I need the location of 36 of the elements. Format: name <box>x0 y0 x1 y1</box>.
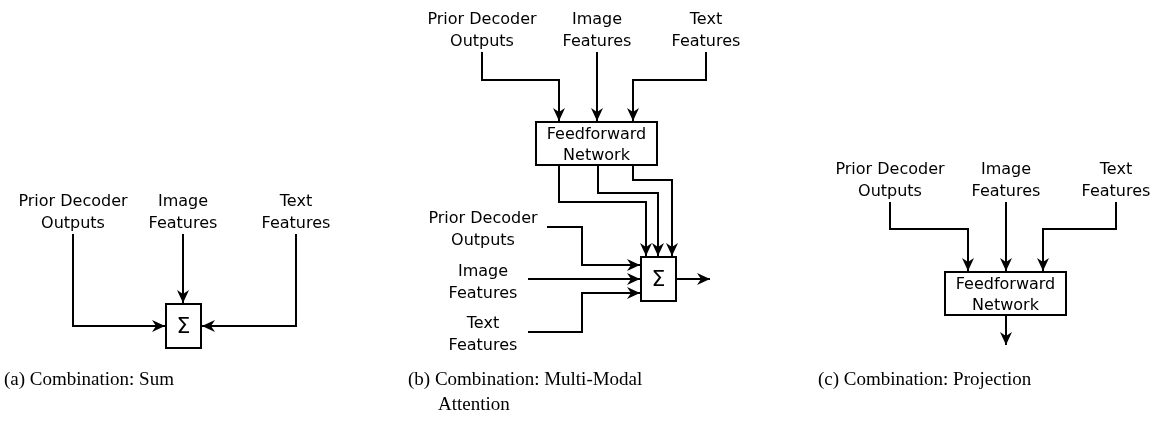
sum-box: Σ <box>165 303 202 349</box>
arrow <box>597 165 664 257</box>
sum-box: Σ <box>640 256 677 302</box>
caption: (b) Combination: Multi-Modal Attention <box>408 367 644 416</box>
arrow <box>481 51 565 122</box>
input-label: Text Features <box>661 4 751 52</box>
arrow <box>1000 315 1012 346</box>
input-label: Prior Decoder Outputs <box>9 186 137 234</box>
input-label: Prior Decoder Outputs <box>826 154 954 202</box>
arrow <box>632 165 678 257</box>
arrow <box>527 273 641 285</box>
arrow <box>201 233 297 332</box>
arrow <box>627 51 707 122</box>
arrow <box>676 273 711 285</box>
input-label: Image Features <box>552 4 642 52</box>
input-label: Text Features <box>1071 154 1161 202</box>
arrow <box>558 165 652 257</box>
input-label: Text Features <box>251 186 341 234</box>
arrow <box>546 226 641 271</box>
process-box: Feedforward Network <box>944 271 1067 316</box>
input-label: Text Features <box>438 310 528 356</box>
arrow <box>72 233 166 332</box>
arrow <box>1000 201 1012 272</box>
arrow <box>177 233 189 304</box>
input-label: Prior Decoder Outputs <box>418 4 546 52</box>
caption: (a) Combination: Sum <box>4 367 175 391</box>
process-box: Feedforward Network <box>535 121 658 166</box>
input-label: Prior Decoder Outputs <box>419 205 547 251</box>
caption: (c) Combination: Projection <box>818 367 1033 391</box>
arrow <box>1037 201 1117 272</box>
arrow <box>591 51 603 122</box>
input-label: Image Features <box>438 258 528 304</box>
input-label: Image Features <box>961 154 1051 202</box>
arrow <box>527 287 641 333</box>
arrow <box>889 201 974 272</box>
input-label: Image Features <box>138 186 228 234</box>
